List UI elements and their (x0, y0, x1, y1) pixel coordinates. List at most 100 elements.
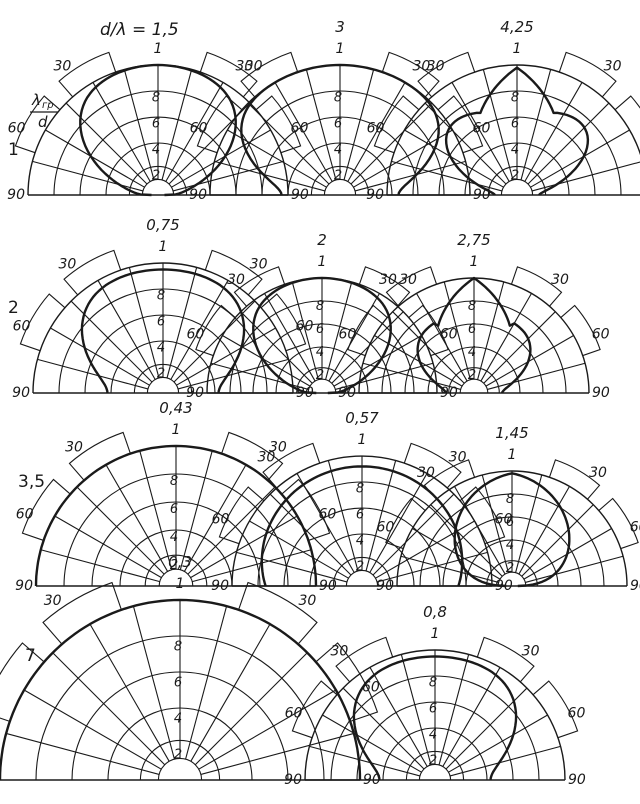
polar-diagram: 1,4518642303060609090 (376, 424, 640, 594)
angle-label: 60 (212, 512, 230, 528)
grid-spoke (322, 714, 422, 773)
grid-spoke (177, 358, 289, 390)
grid-spoke (520, 69, 552, 181)
outer-flap (315, 642, 379, 722)
grid-spoke (222, 335, 311, 387)
radius-label: 6 (334, 116, 342, 131)
grid-spoke (369, 667, 428, 767)
outer-flap (0, 642, 45, 722)
diagram-value-label: 2,75 (457, 231, 490, 249)
grid-spoke (166, 267, 198, 379)
angle-label: 60 (8, 121, 26, 137)
angle-label: 60 (630, 520, 640, 536)
outer-flap (381, 51, 440, 98)
radius-label: 2 (468, 368, 476, 383)
radius-label: 8 (170, 474, 178, 489)
grid-spoke (451, 82, 510, 182)
radius-label: 4 (174, 711, 182, 726)
angle-label: 30 (65, 440, 83, 456)
grid-spoke (400, 555, 499, 583)
angle-label: 90 (568, 772, 586, 788)
outer-flap (21, 478, 71, 541)
angle-label: 60 (285, 706, 303, 722)
radius-label: 2 (157, 366, 165, 381)
outer-flap (614, 95, 640, 153)
angle-label: 30 (551, 272, 569, 288)
axis-label-numerator: λ (31, 91, 41, 109)
grid-spoke (376, 551, 488, 583)
radius-label: 6 (152, 116, 160, 131)
radiation-lobe (34, 444, 318, 587)
grid-spoke (430, 504, 503, 577)
top-tick-label: 1 (154, 41, 163, 57)
grid-spoke (343, 69, 375, 181)
radius-label: 2 (316, 368, 324, 383)
grid-spoke (374, 335, 463, 387)
grid-spoke (443, 281, 471, 380)
top-tick-label: 1 (470, 254, 479, 270)
angle-label: 90 (376, 578, 394, 594)
angle-label: 90 (7, 187, 25, 203)
grid-spoke (524, 82, 583, 182)
angle-label: 60 (568, 706, 586, 722)
outer-flap (281, 478, 331, 541)
grid-spoke (264, 293, 316, 382)
radius-label: 8 (152, 90, 160, 105)
radius-label: 6 (170, 502, 178, 517)
grid-spoke (54, 515, 162, 579)
grid-spoke (170, 280, 229, 380)
angle-label: 60 (473, 121, 491, 137)
grid-spoke (477, 281, 505, 380)
grid-spoke (518, 486, 570, 575)
angle-label: 60 (367, 121, 385, 137)
grid-spoke (416, 293, 468, 382)
row-label: 7 (25, 646, 36, 666)
radius-label: 4 (334, 142, 342, 157)
radius-label: 8 (356, 481, 364, 496)
diagram-value-label: 2 (317, 231, 327, 249)
grid-spoke (274, 82, 333, 182)
grid-spoke (236, 551, 348, 583)
top-tick-label: 1 (172, 422, 181, 438)
outer-flap (423, 459, 476, 500)
angle-label: 30 (413, 59, 431, 75)
angle-label: 90 (630, 578, 640, 594)
grid-arc (307, 378, 337, 394)
angle-label: 30 (589, 465, 607, 481)
grid-spoke (45, 129, 145, 188)
outer-flap (373, 95, 420, 154)
axis-label-denominator: d (38, 113, 48, 131)
outer-flap (385, 497, 426, 550)
angle-label: 90 (186, 385, 204, 401)
outer-flap (199, 51, 258, 98)
grid-spoke (161, 69, 193, 181)
grid-spoke (123, 69, 155, 181)
grid-spoke (65, 102, 148, 185)
grid-spoke (132, 605, 175, 760)
angle-label: 30 (54, 59, 72, 75)
angle-label: 30 (522, 644, 540, 660)
diagram-value-label: 4,25 (500, 18, 533, 36)
radiation-lobe (352, 655, 518, 781)
outer-flap (532, 680, 579, 739)
angle-label: 30 (417, 465, 435, 481)
outer-flap (358, 266, 411, 307)
diagram-value-label: 0,8 (423, 603, 447, 621)
outer-flap (558, 51, 617, 98)
outer-flap (221, 431, 284, 481)
grid-spoke (296, 473, 355, 573)
radius-label: 4 (506, 538, 514, 553)
outer-flap (459, 486, 506, 545)
outer-flap (437, 95, 484, 154)
outer-flap (347, 304, 388, 357)
grid-spoke (391, 160, 503, 192)
grid-spoke (52, 652, 166, 766)
radius-label: 4 (356, 533, 364, 548)
grid-spoke (527, 102, 610, 185)
grid-spoke (179, 450, 213, 570)
outer-flap (195, 304, 236, 357)
grid-spoke (335, 362, 434, 390)
